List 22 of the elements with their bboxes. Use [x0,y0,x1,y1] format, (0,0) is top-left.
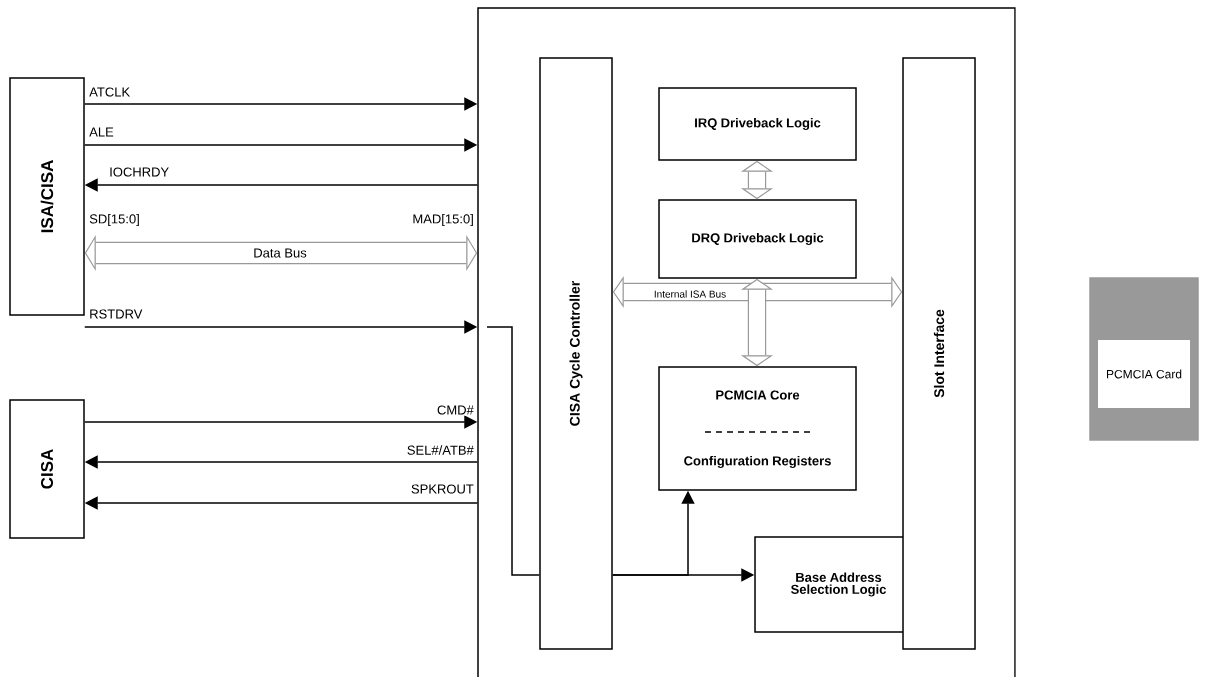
edge-label: IOCHRDY [108,166,171,178]
vertical-box: ISA/CISA [9,77,85,316]
core-box: PCMCIA Core Configuration Registers [658,366,857,491]
edge-label: RSTDRV [88,308,144,320]
bus-arrow [740,278,774,367]
logic-box: IRQ Driveback Logic [658,87,857,161]
vertical-box: CISA [9,399,85,539]
edge-label: SPKROUT [409,483,475,495]
vertical-box: CISA Cycle Controller [539,57,613,650]
card-box: PCMCIA Card [1089,277,1199,441]
edge-label: Internal ISA Bus [652,289,728,299]
bus-arrow [740,160,774,200]
edge-label: SEL#/ATB# [405,444,475,456]
bus-arrow [84,234,478,272]
edge-label: ALE [88,126,115,138]
line [486,326,540,576]
logic-box: DRQ Driveback Logic [658,199,857,279]
signal-label: MAD[15:0] [413,213,473,227]
edge-label: Data Bus [252,247,308,259]
edge-label: ATCLK [88,86,132,98]
edge-label: CMD# [435,404,475,416]
bus-arrow [612,275,903,309]
